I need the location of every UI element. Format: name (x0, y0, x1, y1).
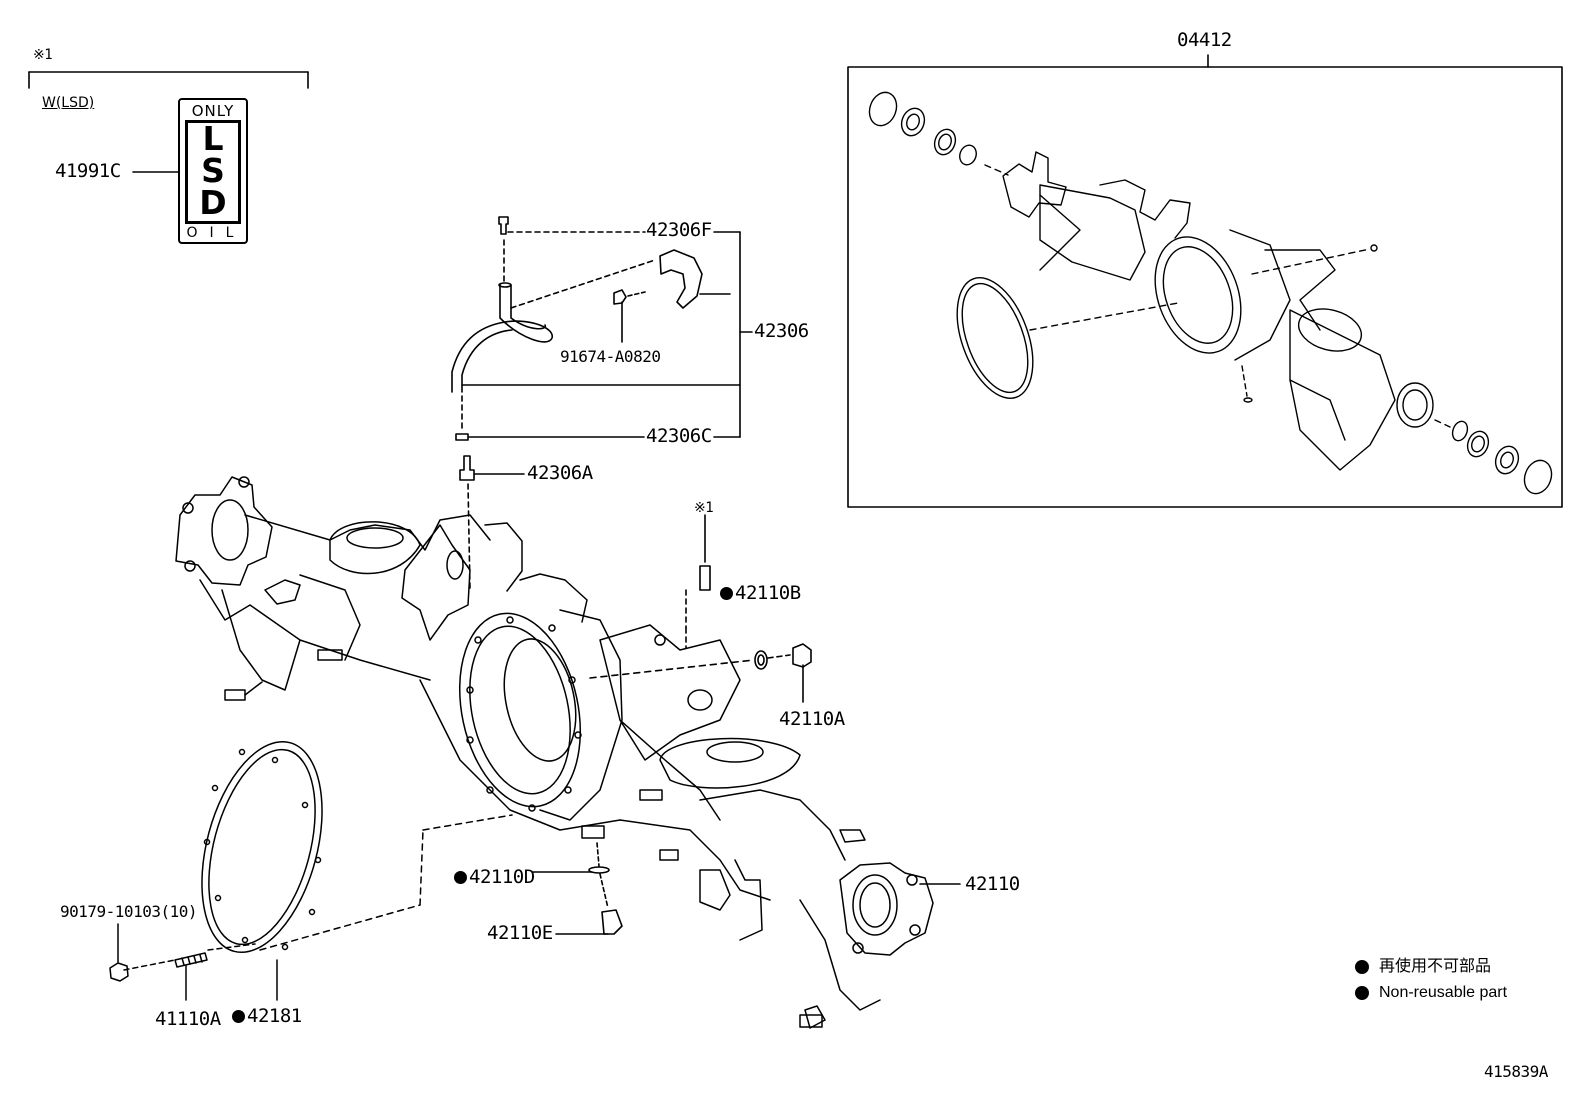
lsd-label-bottom: OIL (186, 225, 246, 241)
callout-42110d[interactable]: 42110D (454, 868, 535, 887)
callout-42306a[interactable]: 42306A (527, 462, 593, 484)
non-reusable-dot (720, 587, 733, 600)
lsd-letters: L S D (185, 120, 241, 224)
callout-42110e[interactable]: 42110E (487, 922, 553, 944)
legend-japanese: 再使用不可部品 (1355, 959, 1491, 975)
callout-41110a[interactable]: 41110A (155, 1008, 221, 1030)
callout-42306f[interactable]: 42306F (646, 219, 712, 241)
variant-label: W(LSD) (42, 95, 95, 111)
callout-42306c[interactable]: 42306C (646, 425, 712, 447)
callout-42306[interactable]: 42306 (754, 320, 809, 342)
callout-42110[interactable]: 42110 (965, 873, 1020, 895)
callout-04412[interactable]: 04412 (1177, 29, 1232, 51)
drain-plug (532, 842, 961, 935)
lsd-oil-label: ONLY L S D OIL (178, 98, 248, 244)
legend-dot (1355, 960, 1369, 974)
lsd-letter-d: D (199, 183, 227, 222)
lsd-bracket (28, 71, 309, 173)
lsd-letter-l: L (202, 119, 224, 158)
callout-42110b[interactable]: 42110B (720, 584, 801, 603)
callout-90179-10103[interactable]: 90179-10103(10) (60, 902, 198, 921)
cover-gasket (109, 740, 513, 1001)
figure-id: 415839A (1484, 1062, 1548, 1081)
filler-parts (589, 514, 812, 703)
callout-91674-a0820[interactable]: 91674-A0820 (560, 347, 661, 366)
kit-axle-drawing (868, 91, 1553, 495)
callout-41991c[interactable]: 41991C (55, 160, 121, 182)
axle-housing (175, 476, 934, 1029)
callout-42181[interactable]: 42181 (232, 1007, 302, 1026)
legend-dot (1355, 986, 1369, 1000)
legend-english: Non-reusable part (1355, 985, 1507, 1001)
reference-note-top: ※1 (33, 47, 53, 63)
non-reusable-dot (454, 871, 467, 884)
non-reusable-dot (232, 1010, 245, 1023)
reference-note-sticker: ※1 (694, 500, 714, 516)
lsd-label-top: ONLY (191, 102, 235, 120)
lsd-letter-s: S (201, 151, 225, 190)
breather-assembly (451, 216, 753, 591)
kit-box (847, 54, 1563, 508)
callout-42110a[interactable]: 42110A (779, 708, 845, 730)
